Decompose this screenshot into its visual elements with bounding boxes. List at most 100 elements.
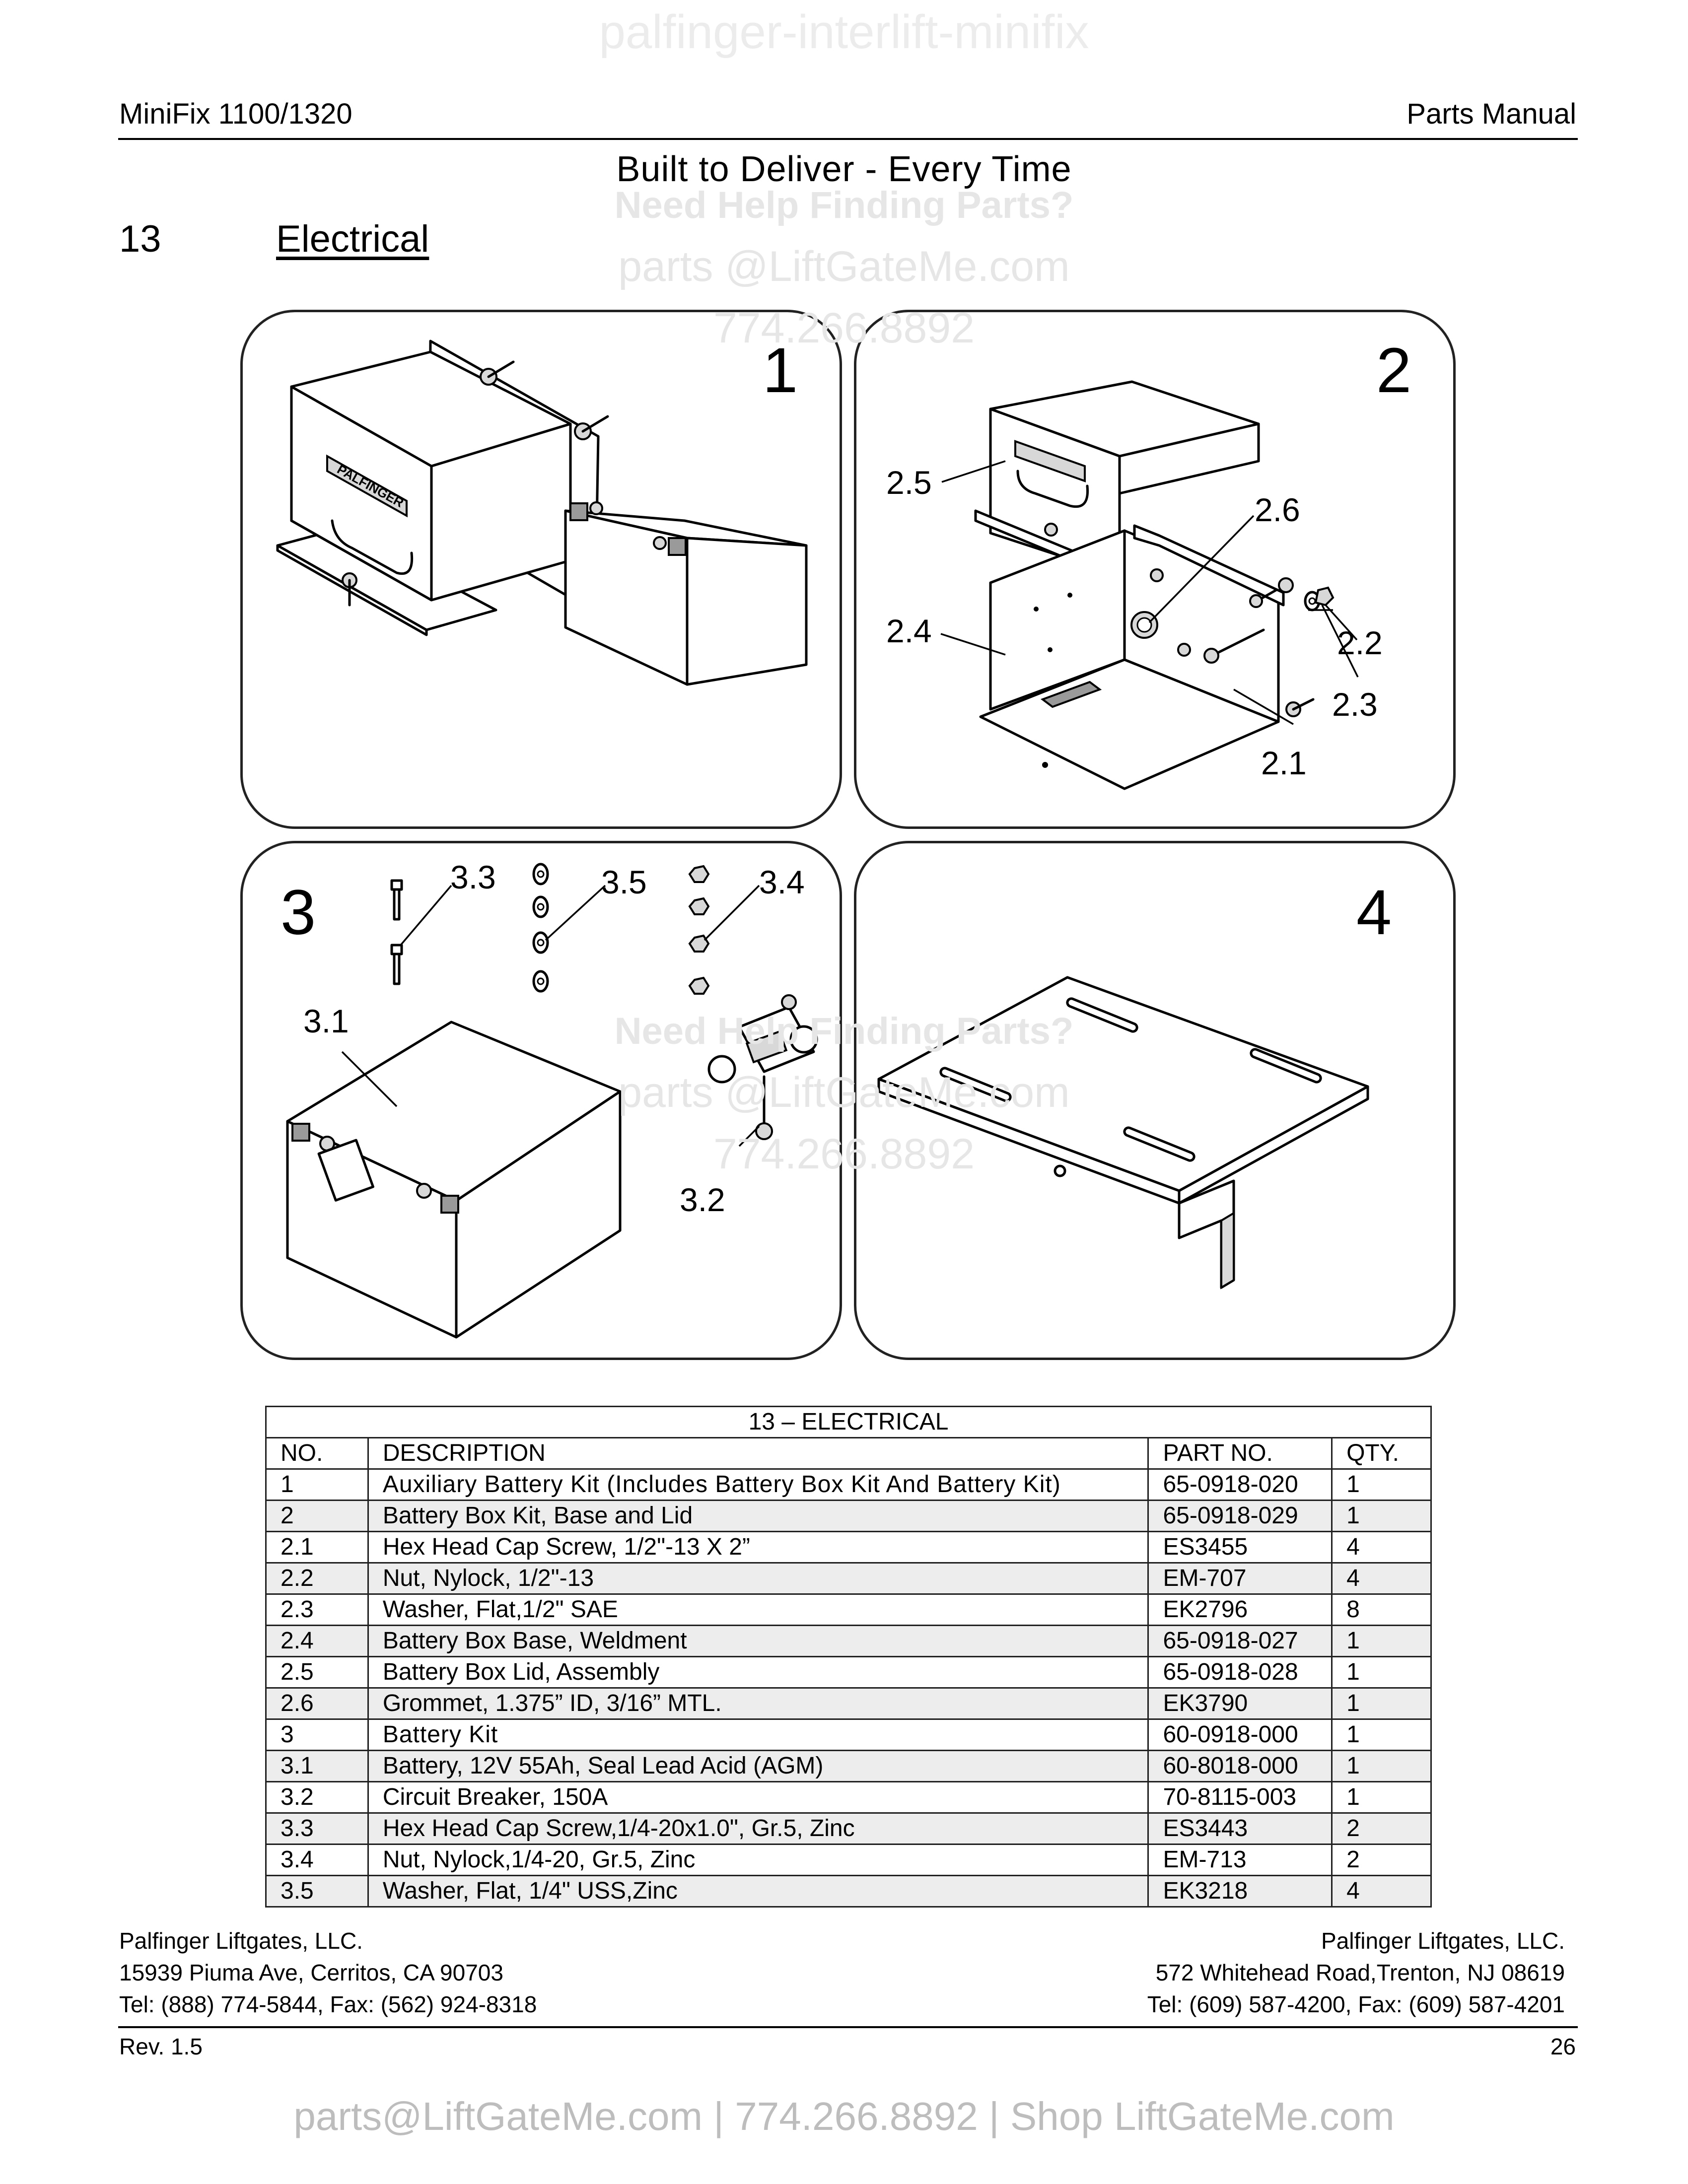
- callout-2-4: 2.4: [886, 613, 932, 649]
- header-rule: [118, 138, 1578, 140]
- cell-no: 3.1: [265, 1750, 369, 1782]
- section-title: Electrical: [276, 218, 429, 260]
- cell-part-no: 60-0918-000: [1147, 1718, 1333, 1751]
- cell-qty: 4: [1331, 1875, 1432, 1908]
- watermark-phone: 774.266.8892: [713, 1130, 975, 1178]
- panel-number: 3: [281, 877, 316, 948]
- cell-part-no: EK3218: [1147, 1875, 1333, 1908]
- watermark-top: palfinger-interlift-minifix: [599, 5, 1089, 59]
- tagline: Built to Deliver - Every Time: [616, 149, 1072, 189]
- cell-qty: 1: [1331, 1687, 1432, 1720]
- watermark-phone: 774.266.8892: [713, 304, 975, 352]
- panel-3: 3: [240, 841, 842, 1360]
- footer-street: 15939 Piuma Ave, Cerritos, CA 90703: [119, 1960, 503, 1985]
- parts-table: 13 – ELECTRICAL NO. DESCRIPTION PART NO.…: [265, 1406, 1432, 1908]
- cell-no: 2.4: [265, 1625, 369, 1657]
- panel-number: 2: [1376, 335, 1411, 406]
- cell-part-no: EM-707: [1147, 1562, 1333, 1595]
- cell-qty: 8: [1331, 1593, 1432, 1626]
- cell-qty: 1: [1331, 1750, 1432, 1782]
- callout-2-1: 2.1: [1261, 745, 1307, 781]
- cell-no: 3.2: [265, 1781, 369, 1814]
- callout-2-6: 2.6: [1255, 491, 1300, 528]
- cell-no: 2.2: [265, 1562, 369, 1595]
- cell-description: Battery, 12V 55Ah, Seal Lead Acid (AGM): [367, 1750, 1149, 1782]
- callout-2-5: 2.5: [886, 464, 932, 501]
- cell-no: 3.4: [265, 1843, 369, 1876]
- table-caption: 13 – ELECTRICAL: [265, 1406, 1432, 1438]
- column-header-part-no: PART NO.: [1147, 1437, 1333, 1470]
- battery-box-base-plate-illustration: [877, 976, 1369, 1290]
- cell-description: Battery Box Kit, Base and Lid: [367, 1500, 1149, 1532]
- footer-phone: Tel: (609) 587-4200, Fax: (609) 587-4201: [1147, 1991, 1565, 2017]
- revision: Rev. 1.5: [119, 2034, 203, 2059]
- callout-3-5: 3.5: [601, 864, 647, 900]
- contact-line: parts@LiftGateMe.com | 774.266.8892 | Sh…: [293, 2094, 1395, 2138]
- cell-qty: 1: [1331, 1468, 1432, 1501]
- cell-part-no: 70-8115-003: [1147, 1781, 1333, 1814]
- cell-no: 2.1: [265, 1531, 369, 1564]
- cell-no: 2.5: [265, 1656, 369, 1689]
- panel-number: 1: [762, 335, 798, 406]
- column-header-no: NO.: [265, 1437, 369, 1470]
- watermark-email: parts @LiftGateMe.com: [618, 243, 1070, 290]
- battery-box-assembly-illustration: PALFINGER: [276, 340, 808, 686]
- cell-no: 3: [265, 1718, 369, 1751]
- cell-part-no: 65-0918-027: [1147, 1625, 1333, 1657]
- watermark-email: parts @LiftGateMe.com: [618, 1069, 1070, 1116]
- watermark-help-text: Need Help Finding Parts?: [614, 1010, 1074, 1052]
- footer-company: Palfinger Liftgates, LLC.: [119, 1928, 363, 1954]
- cell-qty: 4: [1331, 1531, 1432, 1564]
- cell-description: Hex Head Cap Screw,1/4-20x1.0", Gr.5, Zi…: [367, 1812, 1149, 1845]
- callout-3-4: 3.4: [759, 864, 805, 900]
- cell-part-no: 65-0918-020: [1147, 1468, 1333, 1501]
- cell-no: 3.5: [265, 1875, 369, 1908]
- cell-no: 1: [265, 1468, 369, 1501]
- page-number: 26: [1550, 2034, 1576, 2059]
- column-header-description: DESCRIPTION: [367, 1437, 1149, 1470]
- footer-company: Palfinger Liftgates, LLC.: [1321, 1928, 1565, 1954]
- cell-no: 3.3: [265, 1812, 369, 1845]
- cell-description: Battery Box Lid, Assembly: [367, 1656, 1149, 1689]
- callout-3-1: 3.1: [303, 1003, 349, 1039]
- cell-qty: 1: [1331, 1656, 1432, 1689]
- footer-phone: Tel: (888) 774-5844, Fax: (562) 924-8318: [119, 1991, 537, 2017]
- header-title: MiniFix 1100/1320: [119, 98, 352, 130]
- section-number: 13: [119, 218, 161, 260]
- cell-part-no: ES3455: [1147, 1531, 1333, 1564]
- cell-qty: 1: [1331, 1781, 1432, 1814]
- footer-address-east: Palfinger Liftgates, LLC. 572 Whitehead …: [1147, 1925, 1565, 2020]
- callout-2-3: 2.3: [1332, 686, 1378, 723]
- cell-description: Washer, Flat, 1/4" USS,Zinc: [367, 1875, 1149, 1908]
- callout-2-2: 2.2: [1337, 624, 1383, 661]
- cell-description: Hex Head Cap Screw, 1/2"-13 X 2”: [367, 1531, 1149, 1564]
- cell-qty: 1: [1331, 1718, 1432, 1751]
- panel-2: 2: [854, 310, 1456, 829]
- cell-qty: 1: [1331, 1500, 1432, 1532]
- watermark-help-text: Need Help Finding Parts?: [614, 184, 1074, 226]
- cell-part-no: 65-0918-029: [1147, 1500, 1333, 1532]
- cell-part-no: 65-0918-028: [1147, 1656, 1333, 1689]
- panel-number: 4: [1356, 877, 1392, 948]
- battery-kit-exploded-illustration: [286, 863, 818, 1339]
- cell-no: 2: [265, 1500, 369, 1532]
- cell-description: Battery Box Base, Weldment: [367, 1625, 1149, 1657]
- footer-address-west: Palfinger Liftgates, LLC. 15939 Piuma Av…: [119, 1925, 537, 2020]
- cell-description: Battery Kit: [367, 1718, 1149, 1751]
- header-manual-type: Parts Manual: [1407, 98, 1576, 130]
- cell-description: Nut, Nylock,1/4-20, Gr.5, Zinc: [367, 1843, 1149, 1876]
- battery-box-exploded-illustration: [940, 380, 1359, 790]
- cell-no: 2.3: [265, 1593, 369, 1626]
- cell-qty: 2: [1331, 1812, 1432, 1845]
- cell-description: Circuit Breaker, 150A: [367, 1781, 1149, 1814]
- cell-part-no: ES3443: [1147, 1812, 1333, 1845]
